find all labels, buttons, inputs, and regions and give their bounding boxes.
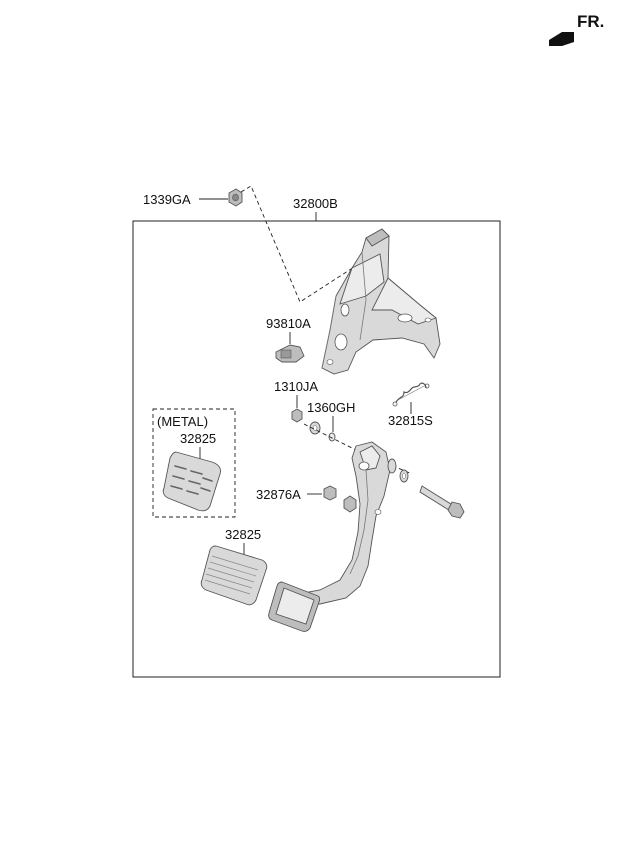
front-direction-label: FR. (577, 12, 604, 31)
brake-switch-part (275, 344, 305, 363)
nut-part (228, 188, 243, 207)
return-spring-part (392, 382, 430, 407)
washer-part (309, 421, 336, 442)
assembly-frame (132, 220, 501, 678)
stopper-part (323, 485, 337, 501)
pad-label: 32825 (225, 527, 261, 542)
switch-label: 93810A (266, 316, 311, 331)
washer-label: 1360GH (307, 400, 355, 415)
pedal-bracket (321, 228, 441, 375)
stopper-label: 32876A (256, 487, 301, 502)
return-spring-label: 32815S (388, 413, 433, 428)
bushing-nut-label: 1310JA (274, 379, 318, 394)
metal-variant-box (152, 408, 236, 518)
rubber-pad-part (200, 545, 268, 606)
metal-variant-label: (METAL) (157, 414, 208, 429)
front-arrow-icon (549, 32, 574, 46)
metal-pad-label: 32825 (180, 431, 216, 446)
nut-mount-line (240, 185, 369, 303)
metal-pad-part (162, 451, 221, 512)
front-direction-indicator: FR. (549, 12, 604, 46)
bushing-nut-part (291, 408, 303, 423)
pedal-foot-pad-part (268, 581, 321, 632)
nut-label: 1339GA (143, 192, 191, 207)
bracket-assembly-label: 32800B (293, 196, 338, 211)
pedal-arm-part (297, 441, 465, 605)
